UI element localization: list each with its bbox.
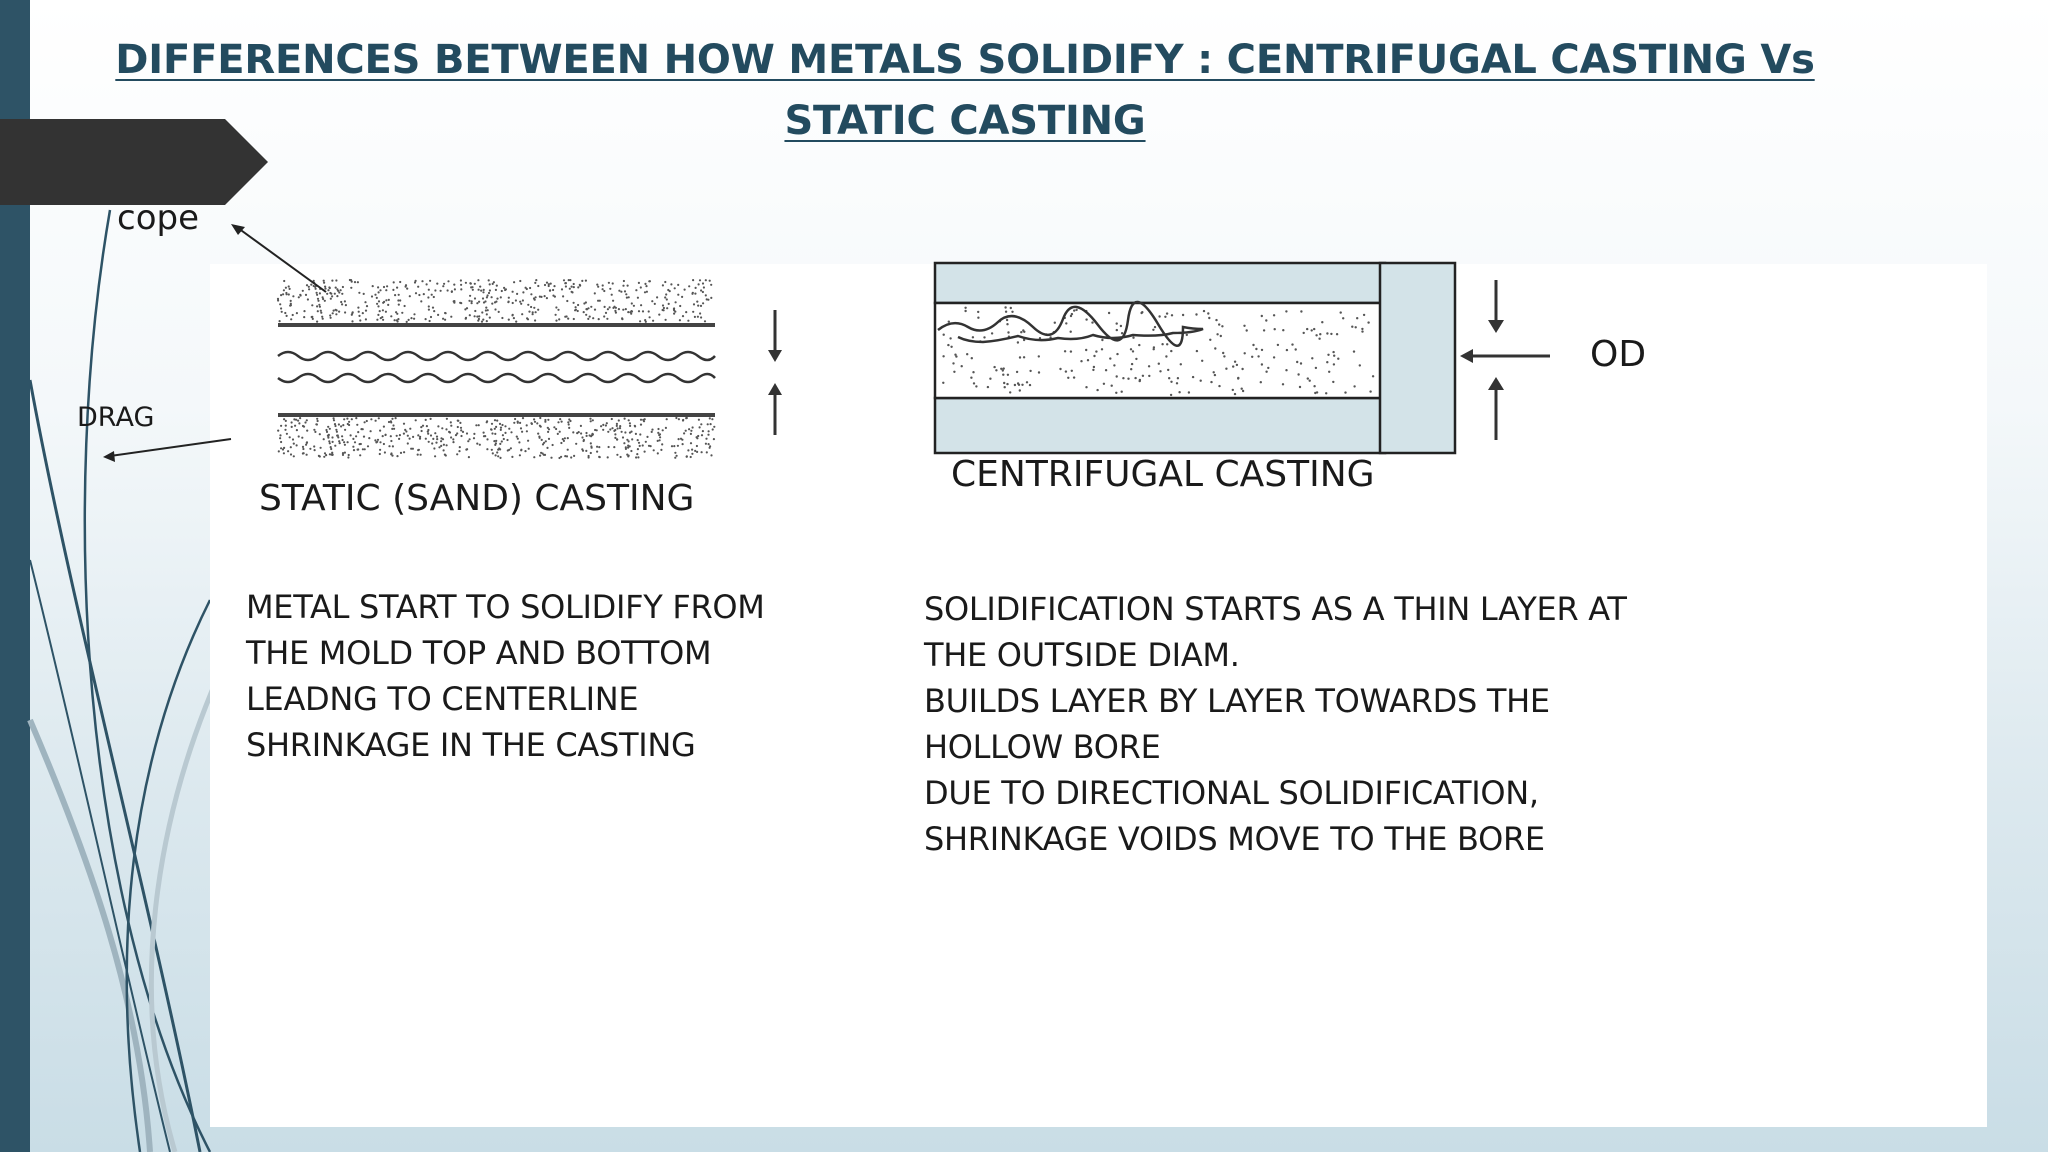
shrinkage-wave-lower [277, 372, 716, 384]
centrifugal-description-line: DUE TO DIRECTIONAL SOLIDIFICATION, [924, 774, 1539, 812]
centrifugal-casting-caption: CENTRIFUGAL CASTING [951, 454, 1375, 495]
shrinkage-wave-upper [277, 350, 716, 362]
static-description-line: THE MOLD TOP AND BOTTOM [246, 634, 712, 672]
static-casting-caption: STATIC (SAND) CASTING [259, 478, 695, 519]
slide-title: DIFFERENCES BETWEEN HOW METALS SOLIDIFY … [115, 37, 1815, 144]
cope-label: cope [117, 198, 199, 238]
centrifugal-description-line: HOLLOW BORE [924, 728, 1161, 766]
centrifugal-sand-texture [942, 306, 1375, 397]
static-description-line: LEADNG TO CENTERLINE [246, 680, 639, 718]
drag-label: DRAG [77, 402, 155, 433]
centrifugal-description-line: SOLIDIFICATION STARTS AS A THIN LAYER AT [924, 590, 1627, 628]
static-description-line: SHRINKAGE IN THE CASTING [246, 726, 696, 764]
centrifugal-description-line: BUILDS LAYER BY LAYER TOWARDS THE [924, 682, 1550, 720]
od-label: OD [1590, 334, 1647, 375]
centrifugal-description-line: THE OUTSIDE DIAM. [924, 636, 1240, 674]
centrifugal-description: SOLIDIFICATION STARTS AS A THIN LAYER AT… [924, 586, 1724, 862]
centrifugal-casting-diagram [933, 261, 1550, 455]
decorative-swoosh-lines [27, 209, 233, 1152]
static-description: METAL START TO SOLIDIFY FROM THE MOLD TO… [246, 584, 846, 768]
static-casting-diagram [103, 224, 782, 462]
cope-sand-texture [276, 278, 713, 323]
shrinkage-void-shape [937, 300, 1204, 347]
static-description-line: METAL START TO SOLIDIFY FROM [246, 588, 765, 626]
ribbon-arrow-shape [0, 119, 268, 205]
drag-sand-texture [277, 416, 716, 460]
centrifugal-description-line: SHRINKAGE VOIDS MOVE TO THE BORE [924, 820, 1545, 858]
